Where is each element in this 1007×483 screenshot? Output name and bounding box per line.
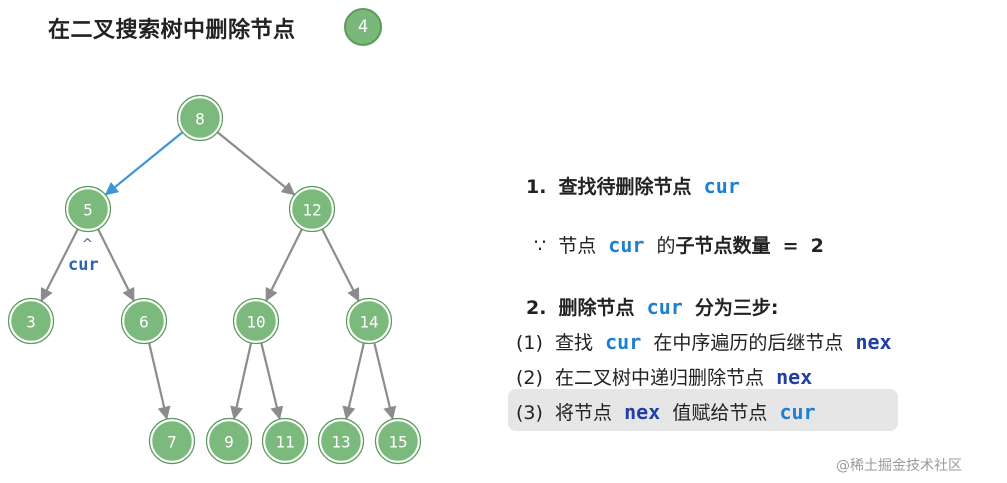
edge-n14-n13: [342, 341, 366, 420]
node-circle-10: [233, 298, 279, 344]
edge-n10-n11: [259, 341, 284, 420]
tree-node-14: 14: [345, 297, 393, 345]
node-label-10: 10: [246, 313, 265, 332]
tree-node-6: 6: [120, 297, 168, 345]
step-2-1-code-b: nex: [855, 330, 892, 354]
node-circle-8: [177, 95, 223, 141]
node-circle-3: [8, 298, 54, 344]
edge-n14-n15: [372, 341, 397, 420]
step-2-code: cur: [646, 295, 683, 319]
node-ring-13: [317, 417, 365, 465]
node-label-12: 12: [302, 201, 321, 220]
edge-n12-n10: [265, 227, 304, 302]
node-circle-9: [206, 418, 252, 464]
node-circle-7: [149, 418, 195, 464]
step-1: 1. 查找待删除节点 cur: [526, 172, 740, 199]
node-ring-12: [288, 185, 336, 233]
node-ring-14: [345, 297, 393, 345]
node-label-5: 5: [83, 201, 93, 220]
note-value: 2: [810, 235, 824, 257]
node-ring-5: [64, 185, 112, 233]
edge-n12-n14: [320, 227, 360, 302]
tree-node-8: 8: [176, 94, 224, 142]
step-2-3-prefix: (3): [516, 402, 543, 424]
step-2-2-code: nex: [776, 365, 813, 389]
node-label-11: 11: [275, 433, 294, 452]
node-ring-6: [120, 297, 168, 345]
edge-n8-n12: [215, 130, 296, 196]
edge-n6-n7: [147, 341, 171, 420]
step-2-text-b: 分为三步:: [694, 297, 779, 319]
tree-node-9: 9: [205, 417, 253, 465]
note-text-bold: 子节点数量: [675, 235, 771, 257]
step-2-3-code-b: cur: [779, 400, 816, 424]
node-label-6: 6: [139, 313, 149, 332]
node-ring-9: [205, 417, 253, 465]
step-2-1-text-b: 在中序遍历的后继节点: [653, 332, 844, 354]
edge-n5-n3: [40, 227, 80, 302]
step-2: 2. 删除节点 cur 分为三步:: [526, 293, 778, 320]
node-ring-7: [148, 417, 196, 465]
highlighted-step-box: [508, 389, 898, 431]
tree-node-5: 5: [64, 185, 112, 233]
step-2-1-prefix: (1): [516, 332, 543, 354]
note-text-a: 节点: [558, 235, 597, 257]
node-circle-11: [262, 418, 308, 464]
edge-n10-n9: [230, 341, 253, 420]
step-2-3-code-a: nex: [624, 400, 661, 424]
node-circle-15: [375, 418, 421, 464]
node-label-13: 13: [331, 433, 350, 452]
node-label-14: 14: [359, 313, 378, 332]
tree-node-3: 3: [7, 297, 55, 345]
step-2-text-a: 删除节点: [558, 297, 635, 319]
node-circle-12: [289, 186, 335, 232]
tree-node-15: 15: [374, 417, 422, 465]
step-2-3-text-b: 值赋给节点: [672, 402, 768, 424]
tree-node-7: 7: [148, 417, 196, 465]
edge-n5-n6: [96, 227, 135, 302]
note-code: cur: [608, 233, 645, 257]
note-text-b: 的: [656, 235, 676, 257]
watermark: @稀土掘金技术社区: [836, 458, 962, 474]
tree-node-13: 13: [317, 417, 365, 465]
node-label-15: 15: [388, 433, 407, 452]
page-title: 在二叉搜索树中删除节点: [48, 18, 296, 43]
node-circle-13: [318, 418, 364, 464]
step-badge: 4: [344, 8, 382, 46]
step-2-prefix: 2.: [526, 297, 547, 319]
edge-n8-n5: [104, 130, 185, 196]
step-2-2-text-a: 在二叉树中递归删除节点: [555, 367, 765, 389]
node-circle-14: [346, 298, 392, 344]
tree-node-12: 12: [288, 185, 336, 233]
node-ring-10: [232, 297, 280, 345]
step-1-prefix: 1.: [526, 176, 547, 198]
node-circle-5: [65, 186, 111, 232]
step-1-code: cur: [703, 174, 740, 198]
step-1-note: ∵ 节点 cur 的子节点数量 = 2: [534, 231, 824, 258]
step-2-2: (2) 在二叉树中递归删除节点 nex: [516, 363, 812, 390]
node-ring-11: [261, 417, 309, 465]
node-label-7: 7: [167, 433, 177, 452]
node-ring-8: [176, 94, 224, 142]
pointer-arrow-icon: ^: [82, 237, 93, 252]
node-circle-6: [121, 298, 167, 344]
node-ring-3: [7, 297, 55, 345]
step-2-2-prefix: (2): [516, 367, 543, 389]
step-2-1: (1) 查找 cur 在中序遍历的后继节点 nex: [516, 328, 892, 355]
cur-pointer-label: cur: [68, 255, 99, 275]
node-label-8: 8: [195, 110, 205, 129]
step-2-3-text-a: 将节点: [555, 402, 613, 424]
note-eq: =: [782, 235, 799, 257]
because-symbol: ∵: [534, 235, 547, 257]
step-2-1-text-a: 查找: [555, 332, 594, 354]
node-label-3: 3: [26, 313, 36, 332]
node-label-9: 9: [224, 433, 234, 452]
step-1-text: 查找待删除节点: [558, 176, 692, 198]
tree-node-11: 11: [261, 417, 309, 465]
node-ring-15: [374, 417, 422, 465]
step-2-1-code-a: cur: [605, 330, 642, 354]
step-2-3: (3) 将节点 nex 值赋给节点 cur: [516, 398, 816, 425]
tree-node-10: 10: [232, 297, 280, 345]
